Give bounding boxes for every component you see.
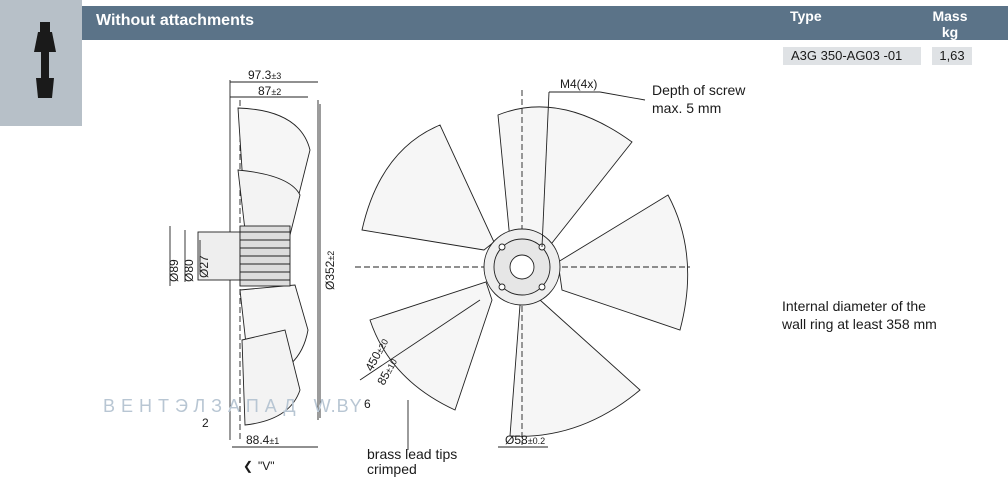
screw-depth-note: Depth of screw max. 5 mm: [652, 81, 745, 117]
column-header-type: Type: [790, 8, 822, 24]
type-value: A3G 350-AG03 -01: [783, 47, 921, 65]
front-blade: [509, 299, 641, 437]
motor-hub: [197, 231, 241, 281]
dim-80-label: Ø80: [182, 259, 196, 282]
wall-note-line-1: Internal diameter of the: [782, 298, 926, 314]
brass-note-line-2: crimped: [367, 461, 417, 477]
screw-hole: [498, 243, 506, 251]
side-blade: [241, 329, 301, 426]
mass-value: 1,63: [932, 47, 972, 65]
dim-88-label: 88.4±1: [246, 433, 279, 447]
front-blades: [361, 106, 689, 437]
brass-note-line-1: brass lead tips: [367, 446, 458, 462]
mass-unit: kg: [941, 24, 959, 40]
side-view: [169, 80, 321, 448]
section-title: Without attachments: [96, 12, 255, 29]
front-blade: [497, 106, 633, 249]
watermark-suffix: W.BY: [313, 396, 363, 416]
dim-gap-label: 2: [202, 416, 209, 430]
screw-note-line-2: max. 5 mm: [652, 100, 722, 116]
dim-97-label: 97.3±3: [248, 68, 281, 82]
m4-label: M4(4x): [560, 77, 597, 91]
wall-note-line-2: wall ring at least 358 mm: [782, 316, 937, 332]
screw-hole: [498, 283, 506, 291]
front-blade: [361, 124, 495, 251]
front-blade: [557, 194, 689, 331]
watermark-text: ВЕНТЭЛЗАПАД: [103, 396, 302, 416]
dim-89-label: Ø89: [167, 259, 181, 282]
side-tab: [0, 0, 82, 126]
side-blade: [237, 169, 301, 236]
brass-note: brass lead tips crimped: [367, 447, 457, 477]
view-arrow-icon: ❮: [243, 459, 253, 473]
dim-58-label: Ø58±0.2: [505, 433, 545, 447]
dim-27-label: Ø27: [197, 255, 211, 278]
cable-6-label: 6: [364, 397, 371, 411]
view-label: "V": [258, 459, 275, 473]
front-view: [355, 90, 690, 450]
dim-352-label: Ø352±2: [323, 251, 337, 290]
dim-87-label: 87±2: [258, 84, 281, 98]
wall-ring-note: Internal diameter of the wall ring at le…: [782, 297, 937, 333]
header-bar: [82, 6, 1008, 40]
fan-icon: [34, 22, 56, 98]
m4-leader: [599, 91, 646, 101]
watermark: ВЕНТЭЛЗАПАД W.BY: [103, 396, 363, 417]
screw-note-line-1: Depth of screw: [652, 82, 746, 98]
screw-hole: [538, 283, 546, 291]
mass-label: Mass: [932, 8, 968, 24]
front-blade: [369, 281, 493, 411]
column-header-mass: Mass kg: [930, 8, 970, 40]
hub-center: [509, 254, 535, 280]
cable: [359, 299, 481, 381]
m4-leader: [541, 91, 550, 248]
